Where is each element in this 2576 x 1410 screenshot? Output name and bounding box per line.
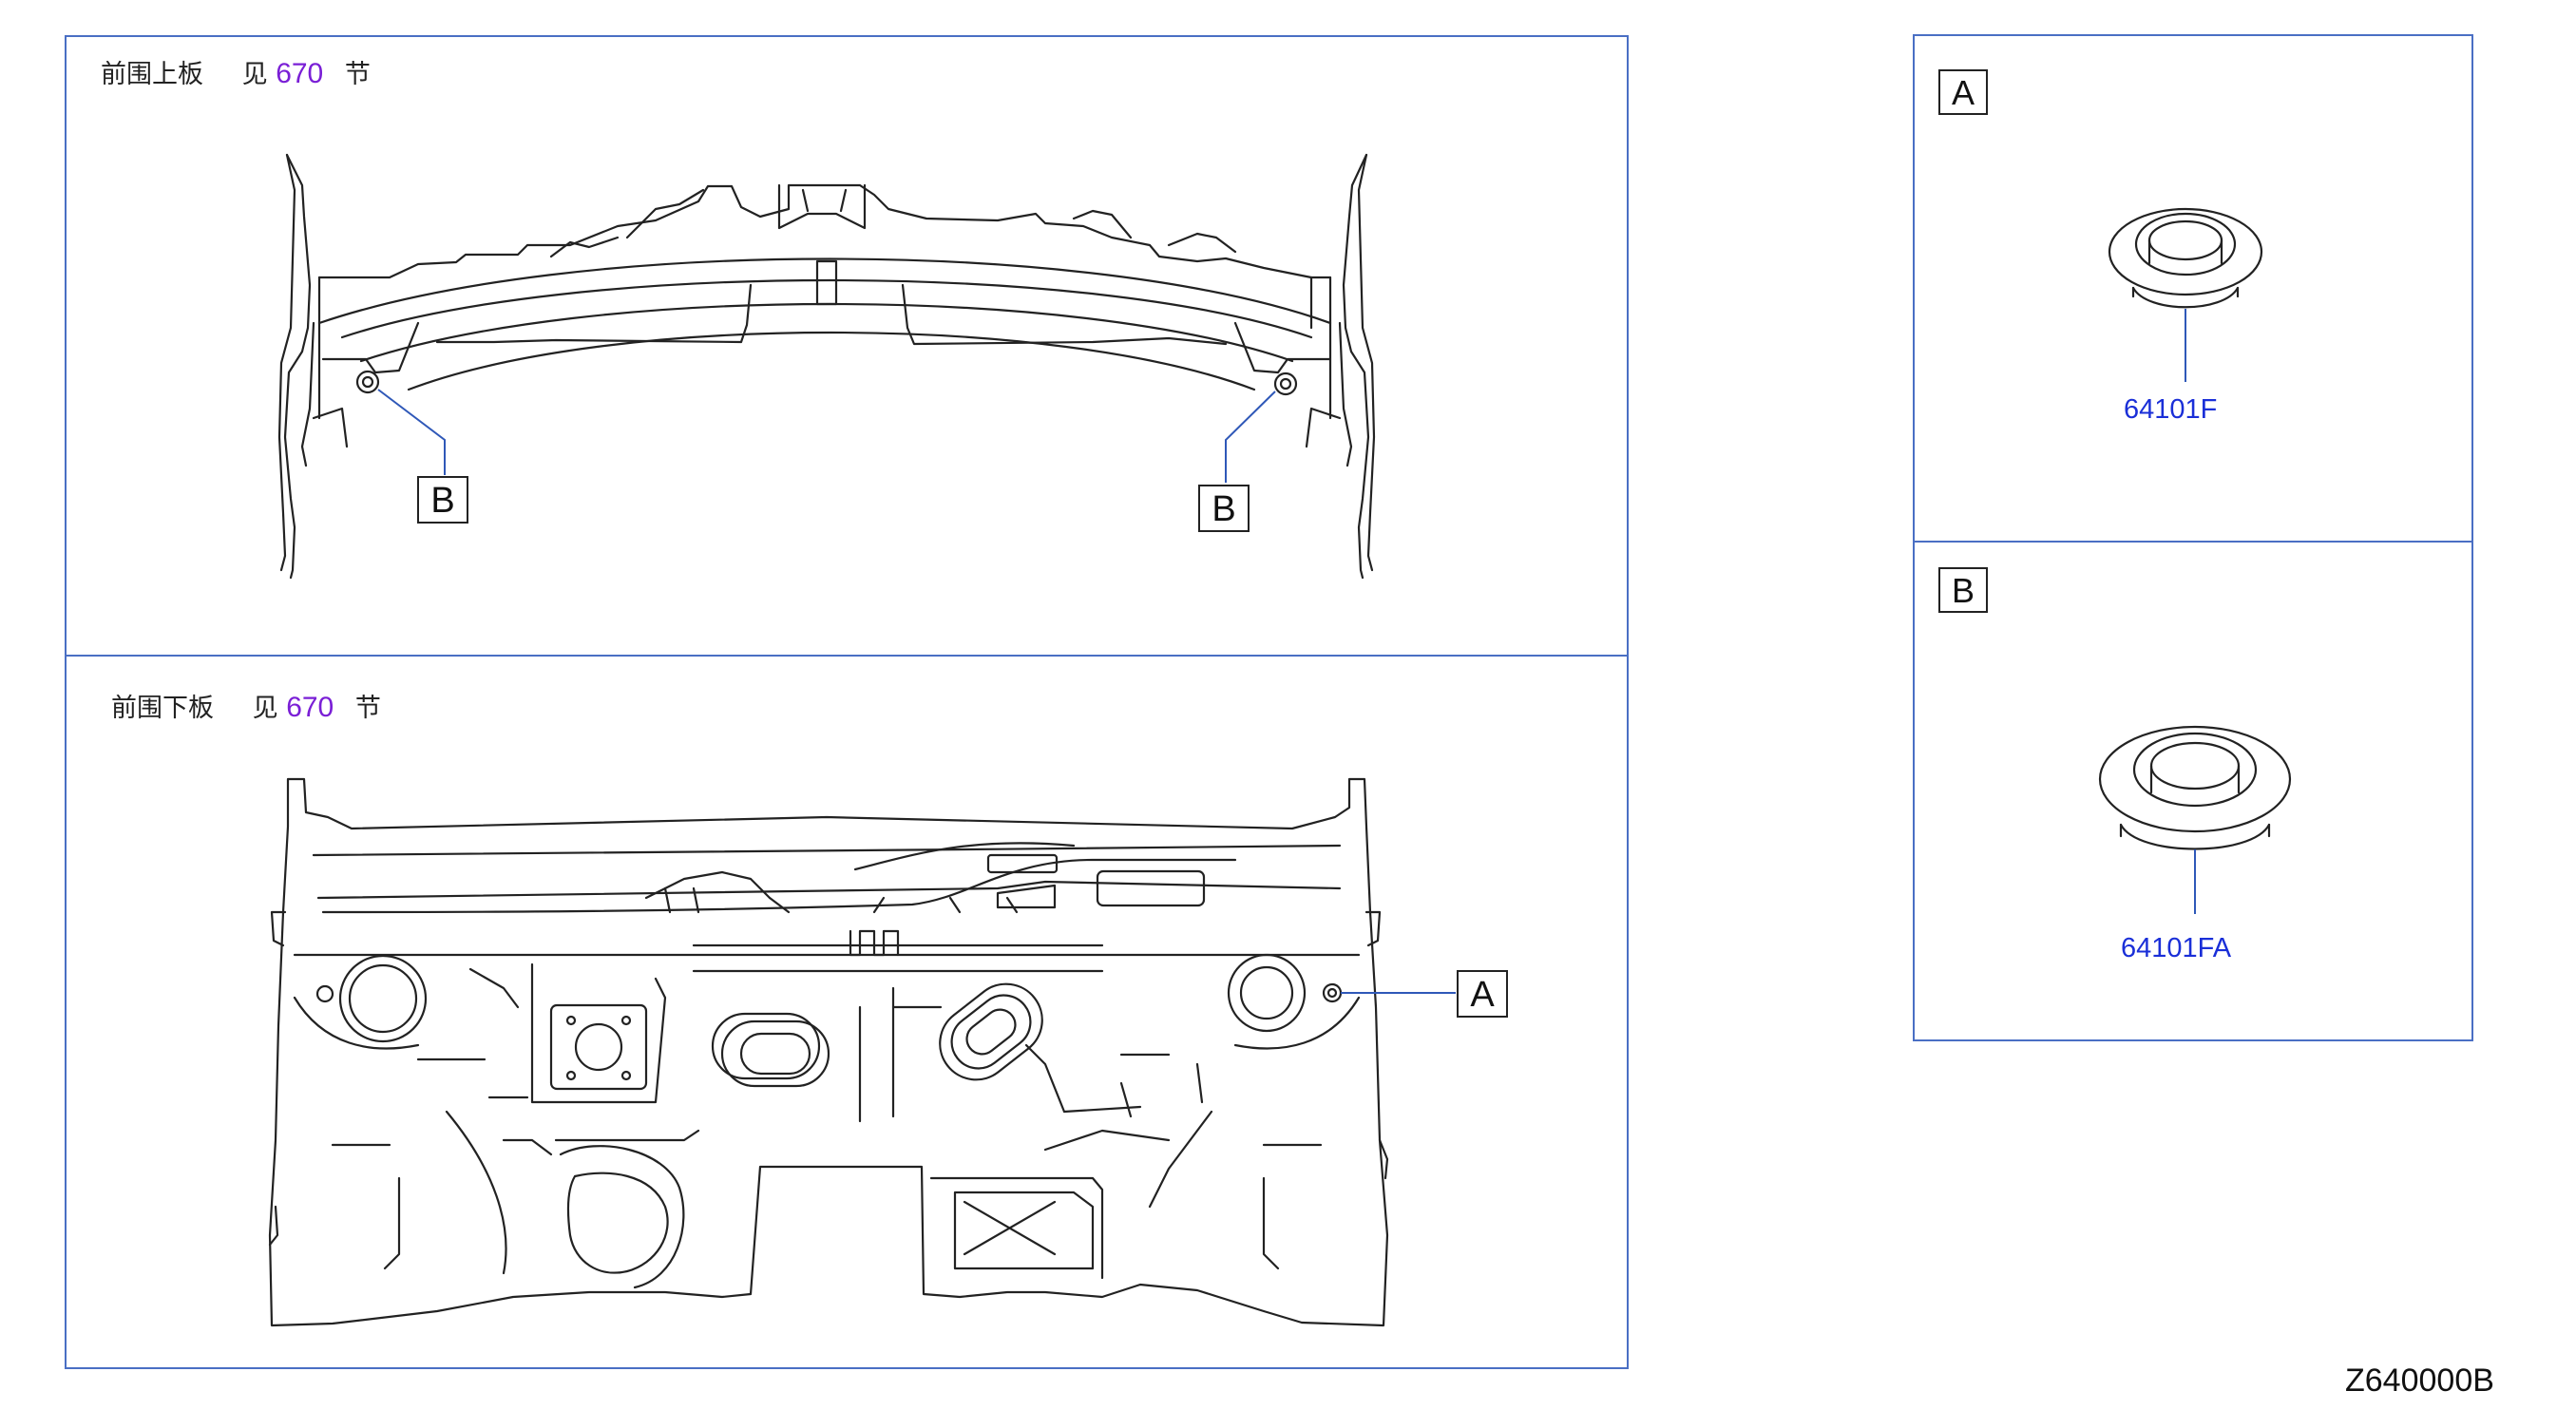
lower-dash-panel-drawing <box>268 777 1456 1327</box>
part-b-callout-label: B <box>1938 567 1988 613</box>
diagram-code: Z640000B <box>2345 1362 2494 1399</box>
lower-section-title: 前围下板 <box>111 694 214 723</box>
callout-b-left[interactable]: B <box>417 476 468 524</box>
upper-dash-panel-drawing <box>277 153 1376 580</box>
upper-section-title: 前围上板 <box>101 60 203 89</box>
upper-section-ref-link[interactable]: 670 <box>276 58 324 89</box>
lower-section-ref-link[interactable]: 670 <box>286 692 334 723</box>
upper-section-label: 前围上板 见 670 节 <box>101 53 371 90</box>
callout-a[interactable]: A <box>1457 970 1508 1018</box>
part-number-64101fa[interactable]: 64101FA <box>2121 933 2232 963</box>
callout-b-right[interactable]: B <box>1198 485 1250 532</box>
part-number-64101f[interactable]: 64101F <box>2124 394 2218 425</box>
part-a-callout-label: A <box>1938 69 1988 115</box>
leader-line-b-right <box>1225 391 1276 483</box>
grommet-64101fa-drawing <box>2098 725 2292 914</box>
upper-section-see: 见 <box>241 60 268 89</box>
lower-section-suffix: 节 <box>354 694 381 723</box>
grommet-64101f-drawing <box>2108 207 2263 382</box>
leader-line-b-left <box>377 389 446 475</box>
lower-section-see: 见 <box>252 694 278 723</box>
upper-section-suffix: 节 <box>344 60 371 89</box>
lower-section-label: 前围下板 见 670 节 <box>111 687 381 724</box>
part-b-frame <box>1913 541 2473 1041</box>
lower-dash-panel-frame <box>65 655 1629 1369</box>
